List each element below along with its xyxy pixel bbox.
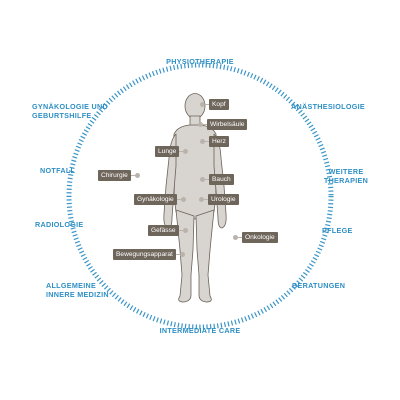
ring-label-line2: INNERE MEDIZIN [46,290,109,299]
ring-label-text: NOTFALL [40,166,76,175]
ring-label-gynaekologie-geburtshilfe[interactable]: GYNÄKOLOGIE UND GEBURTSHILFE [32,102,108,120]
ring-label-radiologie[interactable]: RADIOLOGIE [35,220,84,229]
ring-label-text: PHYSIOTHERAPIE [166,57,234,66]
body-tag-herz[interactable]: Herz [200,136,229,147]
ring-label-text: ANÄSTHESIOLOGIE [291,102,365,111]
ring-label-notfall[interactable]: NOTFALL [40,166,75,175]
tag-pointer-dot [200,102,205,107]
ring-label-text: INTERMEDIATE CARE [159,326,241,335]
ring-label-beratungen[interactable]: BERATUNGEN [292,281,345,290]
ring-label-intermediate-care[interactable]: INTERMEDIATE CARE [144,326,256,335]
ring-label-line2: GEBURTSHILFE [32,111,92,120]
tag-pointer-dot [182,228,188,233]
tag-label: Bewegungsapparat [116,251,173,258]
dashed-ring [66,62,334,330]
ring-label-physiotherapie[interactable]: PHYSIOTHERAPIE [156,57,244,66]
tag-label: Lunge [158,148,177,155]
figure-right-leg [195,209,215,303]
ring-label-weitere-therapien[interactable]: WEITERE THERAPIEN [314,167,378,185]
tag-pointer-dot [233,235,238,240]
tag-pointer-dot [198,122,203,127]
body-tag-gefaesse[interactable]: Gefässe [148,225,188,236]
tag-label: Herz [212,138,226,145]
tag-label: Gefässe [151,227,176,234]
figure-left-leg [175,209,195,303]
tag-pointer-dot [179,252,185,257]
body-tag-urologie[interactable]: Urologie [199,194,239,205]
ring-label-anaesthesiologie[interactable]: ANÄSTHESIOLOGIE [291,102,365,111]
ring-label-allgemeine-innere-medizin[interactable]: ALLGEMEINE INNERE MEDIZIN [46,281,109,299]
tag-label: Gynäkologie [137,196,174,203]
body-tag-gynaekologie[interactable]: Gynäkologie [134,194,186,205]
ring-label-text: RADIOLOGIE [35,220,84,229]
tag-pointer-dot [200,177,205,182]
tag-pointer-dot [180,197,186,202]
tag-label: Bauch [212,176,231,183]
tag-label: Wirbelsäule [210,121,245,128]
ring-label-line1: WEITERE [328,167,364,176]
tag-label: Chirurgie [101,172,128,179]
tag-label: Urologie [211,196,236,203]
tag-label: Kopf [212,101,226,108]
body-tag-chirurgie[interactable]: Chirurgie [98,170,140,181]
body-tag-wirbelsaeule[interactable]: Wirbelsäule [198,119,248,130]
body-tag-onkologie[interactable]: Onkologie [233,232,278,243]
tag-pointer-dot [199,197,204,202]
ring-label-text: PFLEGE [322,226,353,235]
ring-label-text: BERATUNGEN [292,281,346,290]
ring-label-line1: GYNÄKOLOGIE UND [32,102,108,111]
ring-label-line2: THERAPIEN [323,176,369,185]
body-tag-kopf[interactable]: Kopf [200,99,229,110]
tag-pointer-dot [200,139,205,144]
tag-pointer-dot [183,149,189,154]
tag-pointer-dot [134,173,140,178]
ring-label-pflege[interactable]: PFLEGE [322,226,353,235]
ring-label-line1: ALLGEMEINE [46,281,97,290]
body-tag-lunge[interactable]: Lunge [155,146,189,157]
body-tag-bewegungsapparat[interactable]: Bewegungsapparat [113,249,185,260]
body-tag-bauch[interactable]: Bauch [200,174,234,185]
tag-label: Onkologie [245,234,275,241]
